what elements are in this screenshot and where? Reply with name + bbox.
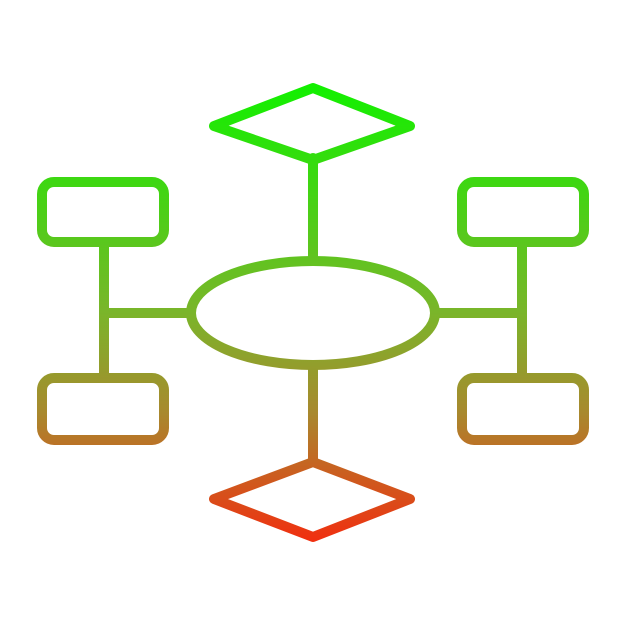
rect-bottom-right-shape: [457, 373, 589, 445]
ellipse-center-shape: [186, 256, 440, 370]
diamond-top-shape: [209, 83, 415, 165]
diamond-bottom-shape: [209, 457, 415, 542]
rect-bottom-left-shape: [37, 373, 169, 445]
rect-top-right-shape: [457, 177, 589, 247]
rect-top-left-shape: [37, 177, 169, 247]
